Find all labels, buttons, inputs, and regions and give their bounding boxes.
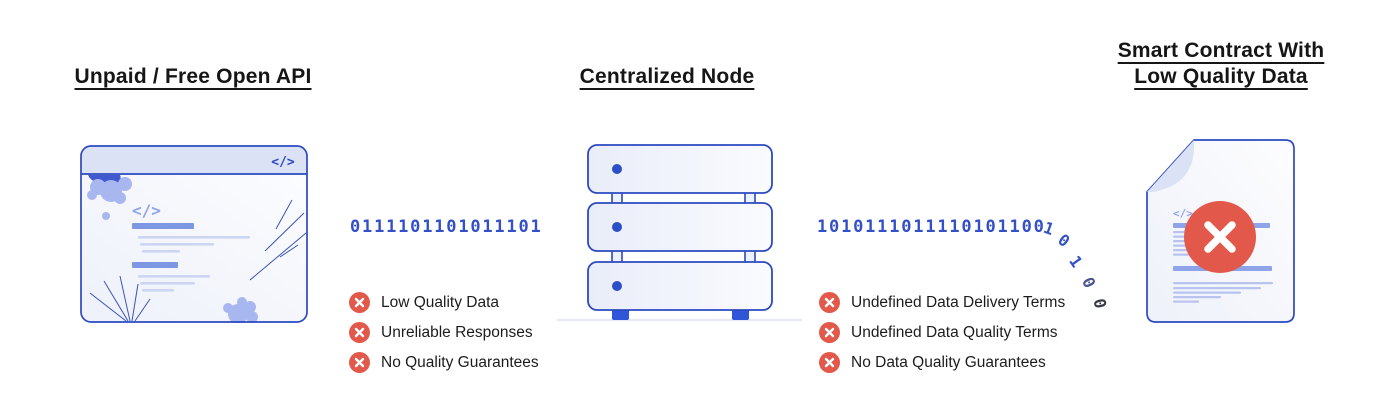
binary-cascade-digit: 0: [1078, 274, 1100, 291]
smart-contract-title-line2: Low Quality Data: [1134, 65, 1308, 88]
error-x-icon: [819, 292, 840, 313]
binary-cascade-digit: 0: [1054, 229, 1074, 252]
error-x-icon: [349, 352, 370, 373]
issue-label: No Quality Guarantees: [381, 353, 539, 371]
issue-item: No Data Quality Guarantees: [819, 352, 1065, 373]
section-title-open-api-text: Unpaid / Free Open API: [74, 65, 312, 88]
code-icon: </>: [1173, 207, 1193, 220]
browser-top-bar: [81, 146, 307, 174]
section-title-centralized-node-text: Centralized Node: [579, 65, 755, 88]
document-illustration: </>: [1146, 139, 1295, 323]
issue-label: Unreliable Responses: [381, 323, 533, 341]
folded-corner: [1147, 140, 1195, 192]
issue-item: No Quality Guarantees: [349, 352, 539, 373]
server-stack-illustration: [557, 144, 802, 322]
plant-lines-decoration: [89, 199, 307, 322]
code-icon: </>: [271, 155, 295, 170]
issue-list-node: Undefined Data Delivery Terms Undefined …: [819, 292, 1065, 373]
error-x-icon: [819, 322, 840, 343]
error-x-icon: [349, 292, 370, 313]
binary-stream-left: 0111101101011101: [350, 217, 543, 237]
code-icon: </>: [132, 201, 161, 220]
blob-bottom-right-decoration: [223, 297, 258, 323]
browser-window-illustration: </> </>: [80, 145, 308, 323]
section-title-open-api: Unpaid / Free Open API: [40, 64, 346, 90]
issue-item: Undefined Data Delivery Terms: [819, 292, 1065, 313]
server-led: [612, 164, 622, 174]
content-lines: [132, 223, 250, 292]
server-led: [612, 222, 622, 232]
paint-blob-decoration: [87, 175, 132, 220]
binary-cascade-digit: 1: [1065, 252, 1087, 271]
issue-item: Low Quality Data: [349, 292, 539, 313]
smart-contract-title-line1: Smart Contract With: [1117, 39, 1325, 62]
issue-item: Undefined Data Quality Terms: [819, 322, 1065, 343]
issue-label: Undefined Data Quality Terms: [851, 323, 1058, 341]
error-x-icon-large: [1184, 201, 1256, 273]
error-x-icon: [349, 322, 370, 343]
binary-stream-right: 1010111011110101100: [817, 217, 1046, 237]
server-shelves: [587, 144, 773, 311]
error-x-icon: [819, 352, 840, 373]
issue-item: Unreliable Responses: [349, 322, 539, 343]
issue-label: Undefined Data Delivery Terms: [851, 293, 1066, 311]
issue-list-api: Low Quality Data Unreliable Responses No…: [349, 292, 539, 373]
section-title-centralized-node: Centralized Node: [540, 64, 794, 90]
section-title-smart-contract: Smart Contract With Low Quality Data: [1096, 38, 1346, 90]
issue-label: Low Quality Data: [381, 293, 500, 311]
issue-label: No Data Quality Guarantees: [851, 353, 1046, 371]
server-led: [612, 281, 622, 291]
binary-cascade-digit: 0: [1089, 296, 1111, 311]
